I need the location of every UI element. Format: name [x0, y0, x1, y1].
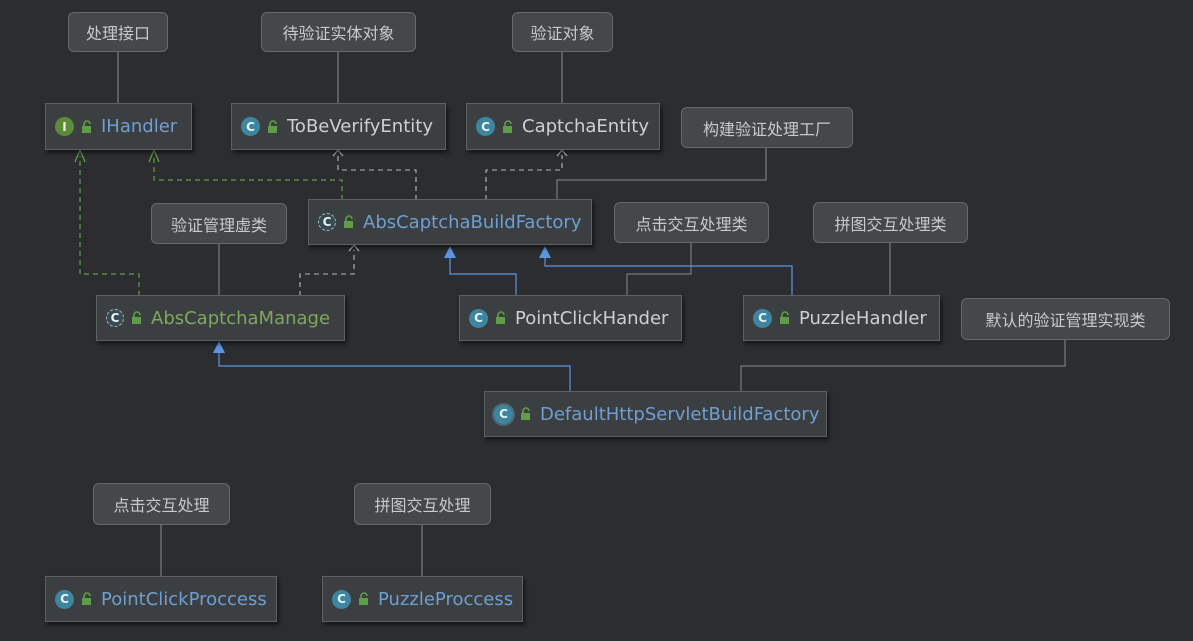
implements-links [79, 156, 343, 296]
lock-open-icon [503, 119, 512, 133]
note-puzzle: 拼图交互处理 [354, 483, 491, 525]
note-point-click-class: 点击交互处理类 [614, 202, 769, 243]
lock-open-icon [344, 215, 353, 228]
arrowhead-captchaentity [556, 149, 568, 157]
note-build-factory: 构建验证处理工厂 [681, 107, 853, 148]
class-puzzleproccess[interactable]: C PuzzleProccess [322, 576, 523, 622]
class-label: AbsCaptchaBuildFactory [363, 211, 582, 233]
inherit-arrowheads [213, 246, 551, 353]
note-handler-interface: 处理接口 [68, 12, 168, 52]
note-links [117, 52, 1066, 576]
class-icon: C [469, 308, 488, 328]
class-label: PuzzleHandler [799, 307, 927, 329]
class-captchaentity[interactable]: C CaptchaEntity [466, 103, 660, 150]
class-pointclickproccess[interactable]: C PointClickProccess [45, 576, 277, 622]
note-link-pointclickhander [626, 243, 692, 296]
class-tobeverifyentity[interactable]: C ToBeVerifyEntity [231, 103, 446, 150]
depends-buildfactory-captchaentity [485, 155, 563, 200]
class-abscaptchamanage[interactable]: C AbsCaptchaManage [96, 295, 345, 341]
arrowhead-ihandler-left [74, 148, 86, 163]
class-label: AbsCaptchaManage [151, 307, 331, 329]
implements-abscaptchamanage-ihandler [79, 156, 140, 296]
extends-pointclick-buildfactory [449, 256, 517, 296]
dependency-arrowheads [332, 149, 568, 252]
depends-manage-buildfactory [299, 250, 355, 296]
arrowhead-ihandler-right [148, 148, 160, 163]
note-puzzle-class: 拼图交互处理类 [813, 202, 968, 243]
lock-open-icon [132, 311, 141, 324]
arrowhead-buildfactory [348, 244, 360, 252]
arrowhead-inherit-3 [213, 341, 225, 353]
lock-open-icon [521, 407, 530, 420]
note-point-click: 点击交互处理 [93, 483, 230, 525]
extends-default-manage [218, 351, 571, 392]
class-ihandler[interactable]: I IHandler [45, 103, 192, 150]
extends-puzzle-buildfactory [544, 256, 793, 296]
depends-buildfactory-tobeverify [337, 155, 417, 200]
inherit-links [218, 256, 793, 392]
class-label: ToBeVerifyEntity [287, 116, 433, 137]
lock-open-icon [268, 119, 277, 133]
class-icon: C [55, 589, 74, 609]
note-verify-manage-abstract: 验证管理虚类 [151, 203, 287, 244]
class-label: PuzzleProccess [378, 588, 514, 610]
note-default-manage-impl: 默认的验证管理实现类 [961, 298, 1170, 340]
class-icon: C [241, 117, 260, 136]
class-icon: C [476, 117, 495, 136]
class-label: IHandler [101, 116, 178, 137]
dependency-links [299, 155, 563, 296]
class-label: CaptchaEntity [522, 116, 649, 137]
class-label: DefaultHttpServletBuildFactory [540, 403, 820, 425]
lock-open-icon [496, 311, 505, 324]
class-label: PointClickHander [515, 307, 669, 329]
note-link-buildfactory [556, 148, 767, 200]
note-verify-object: 验证对象 [512, 12, 613, 52]
abstract-class-icon: C [318, 213, 336, 231]
arrowhead-tobeverify [332, 149, 344, 157]
class-icon: C [494, 404, 513, 424]
arrowhead-inherit-1 [444, 246, 456, 258]
arrowhead-inherit-2 [539, 246, 551, 258]
class-defaulthttpservletbuildfactory[interactable]: C DefaultHttpServletBuildFactory [484, 391, 827, 437]
class-icon: C [332, 589, 351, 609]
interface-icon: I [55, 117, 74, 136]
note-to-be-verified: 待验证实体对象 [261, 12, 416, 52]
lock-open-icon [82, 592, 91, 605]
class-icon: C [753, 308, 772, 328]
abstract-class-icon: C [106, 309, 124, 327]
class-label: PointClickProccess [101, 588, 267, 610]
class-abscaptchabuildfactory[interactable]: C AbsCaptchaBuildFactory [308, 199, 592, 245]
lock-open-icon [82, 119, 91, 133]
lock-open-icon [780, 311, 789, 324]
note-link-defaultfactory [740, 340, 1066, 391]
class-puzzlehandler[interactable]: C PuzzleHandler [743, 295, 940, 341]
implements-arrowheads [74, 148, 160, 163]
class-pointclickhander[interactable]: C PointClickHander [459, 295, 682, 341]
implements-buildfactory-ihandler [153, 156, 343, 200]
lock-open-icon [359, 592, 368, 605]
